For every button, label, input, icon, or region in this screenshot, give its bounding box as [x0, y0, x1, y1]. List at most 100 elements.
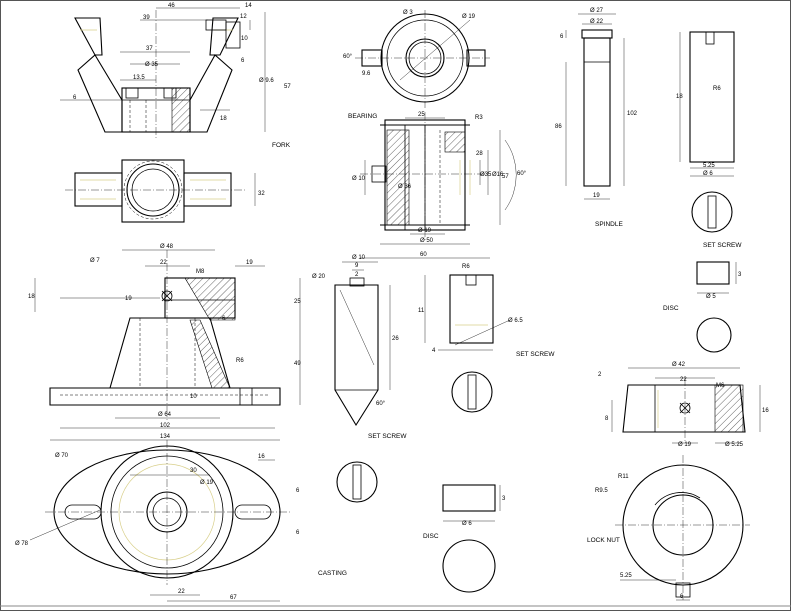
set-screw-top-label: SET SCREW	[703, 242, 742, 249]
casting-dim-102: 102	[160, 423, 171, 429]
lock-nut-dim-dia5-25: Ø 5.25	[725, 442, 744, 448]
bearing-dim-57: 57	[502, 174, 509, 180]
spindle-drawing	[565, 13, 625, 200]
set-screw-mid-dim-2: 2	[355, 272, 359, 278]
casting-dim-dia78: Ø 78	[15, 541, 29, 547]
bearing-dim-dia10: Ø 10	[352, 176, 366, 182]
casting-dim-6b: 6	[296, 488, 300, 494]
disc-bottom-dim-dia6: Ø 6	[462, 521, 472, 527]
bearing-dim-dia35: Ø35	[480, 172, 492, 178]
set-screw-top-dim-dia6: Ø 6	[703, 171, 713, 177]
spindle-dim-102: 102	[627, 111, 638, 117]
bearing-dim-dia36: Ø 36	[398, 184, 412, 190]
fork-dim-39: 39	[143, 15, 150, 21]
fork-label: FORK	[272, 142, 291, 149]
casting-dim-30: 30	[190, 468, 197, 474]
set-screw-top-drawing	[679, 31, 735, 233]
spindle-dim-86: 86	[555, 124, 562, 130]
fork-dim-14: 14	[245, 3, 252, 9]
bearing-dim-60: 60	[420, 252, 427, 258]
bearing-drawing	[355, 10, 517, 259]
fork-drawing	[60, 7, 266, 223]
fork-dim-13-5: 13.5	[133, 75, 145, 81]
fork-dim-12: 12	[240, 14, 247, 20]
casting-dim-10: 10	[190, 394, 197, 400]
set-screw-right-dim-dia6-5: Ø 6.5	[508, 318, 523, 324]
bearing-label: BEARING	[348, 113, 377, 120]
casting-dim-25: 25	[294, 299, 301, 305]
spindle-dim-19: 19	[593, 193, 600, 199]
casting-dim-19a: 19	[246, 260, 253, 266]
bearing-dim-r3: R3	[475, 115, 483, 121]
set-screw-right-dim-4: 4	[432, 348, 436, 354]
fork-dim-57: 57	[284, 84, 291, 90]
set-screw-mid-dim-60deg: 60°	[376, 401, 386, 407]
casting-dim-22b: 22	[178, 589, 185, 595]
bearing-dim-28: 28	[476, 151, 483, 157]
fork-dim-10: 10	[241, 36, 248, 42]
lock-nut-dim-dia19: Ø 19	[678, 442, 692, 448]
lock-nut-dim-r9-5: R9.5	[595, 488, 608, 494]
casting-dim-m8: M8	[196, 269, 205, 275]
casting-dim-22: 22	[160, 260, 167, 266]
casting-label: CASTING	[318, 570, 347, 577]
lock-nut-drawing	[611, 367, 761, 601]
lock-nut-dim-m6: M6	[716, 383, 725, 389]
lock-nut-dim-5-25: 5.25	[620, 573, 632, 579]
casting-dim-18: 18	[28, 294, 35, 300]
disc-bottom-label: DISC	[423, 533, 439, 540]
bearing-dim-dia19b: Ø 19	[418, 228, 432, 234]
set-screw-mid-label: SET SCREW	[368, 433, 407, 440]
casting-dim-49: 49	[294, 361, 301, 367]
disc-bottom-drawing	[442, 484, 501, 593]
fork-dim-18: 18	[220, 116, 227, 122]
lock-nut-dim-2: 2	[598, 372, 602, 378]
lock-nut-label: LOCK NUT	[587, 537, 620, 544]
set-screw-top-dim-18: 18	[676, 94, 683, 100]
fork-dim-6b: 6	[73, 95, 77, 101]
fork-dim-46: 46	[168, 3, 175, 9]
set-screw-right-drawing	[424, 274, 511, 413]
fork-dim-37: 37	[146, 46, 153, 52]
casting-dim-dia7: Ø 7	[90, 258, 100, 264]
bearing-dim-9-6: 9.6	[362, 71, 371, 77]
casting-dim-67: 67	[230, 595, 237, 601]
bearing-dim-60deg: 60°	[343, 54, 353, 60]
casting-dim-dia70: Ø 70	[55, 453, 69, 459]
casting-dim-6c: 6	[296, 530, 300, 536]
disc-bottom-dim-3: 3	[502, 496, 506, 502]
casting-dim-134: 134	[160, 434, 171, 440]
casting-dim-dia19: Ø 19	[200, 480, 214, 486]
casting-dim-16: 16	[258, 454, 265, 460]
disc-top-drawing	[696, 261, 737, 353]
set-screw-right-dim-11: 11	[418, 308, 425, 314]
lock-nut-dim-dia42: Ø 42	[672, 362, 686, 368]
casting-dim-dia64: Ø 64	[158, 412, 172, 418]
fork-dim-32: 32	[258, 191, 265, 197]
set-screw-right-dim-r6: R6	[462, 264, 470, 270]
bearing-dim-60deg-2: 60°	[517, 171, 527, 177]
set-screw-right-label: SET SCREW	[516, 351, 555, 358]
bearing-dim-dia16: Ø16	[492, 172, 504, 178]
lock-nut-dim-22: 22	[680, 377, 687, 383]
set-screw-mid-dim-9: 9	[355, 263, 359, 269]
bearing-dim-dia50: Ø 50	[420, 238, 434, 244]
casting-dim-6: 6	[222, 316, 226, 322]
casting-dim-19b: 19	[125, 296, 132, 302]
fork-dim-dia35: Ø 35	[145, 62, 159, 68]
set-screw-top-dim-5-25: 5.25	[703, 163, 715, 169]
bearing-dim-25: 25	[418, 112, 425, 118]
fork-dim-6a: 6	[241, 58, 245, 64]
lock-nut-dim-16: 16	[762, 408, 769, 414]
casting-dim-dia48: Ø 48	[160, 244, 174, 250]
lock-nut-dim-8: 8	[605, 416, 609, 422]
disc-top-dim-3: 3	[738, 272, 742, 278]
set-screw-mid-dim-dia20: Ø 20	[312, 274, 326, 280]
set-screw-mid-dim-dia10: Ø 10	[352, 255, 366, 261]
casting-dim-r6: R6	[236, 358, 244, 364]
disc-top-dim-dia5: Ø 5	[706, 294, 716, 300]
spindle-dim-6: 6	[560, 34, 564, 40]
casting-drawing	[29, 249, 301, 602]
